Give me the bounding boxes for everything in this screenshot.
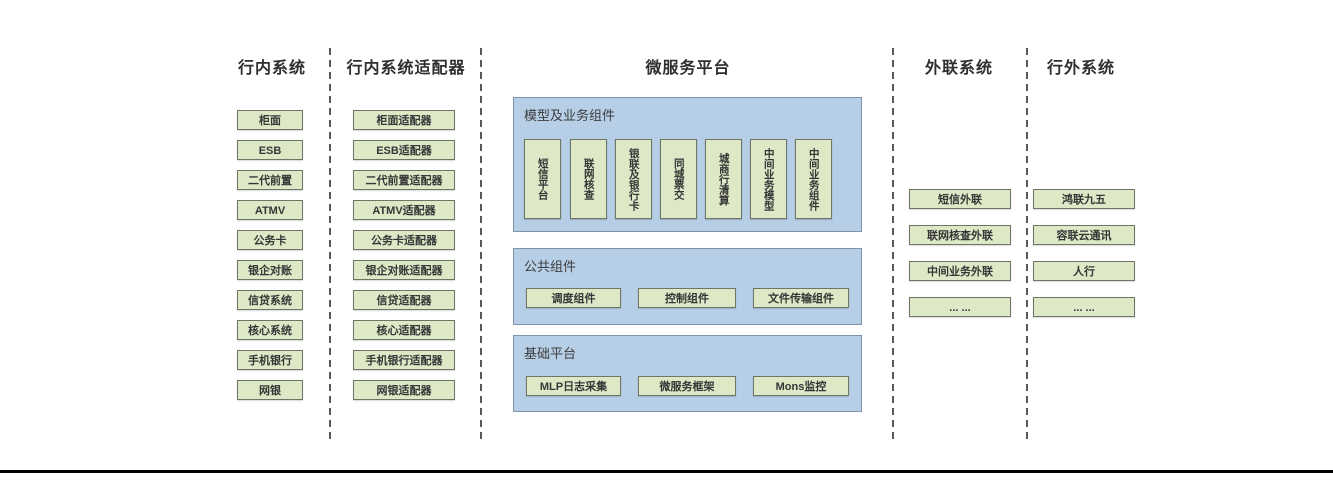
component-box: 文件传输组件 xyxy=(753,288,849,308)
base-platform-panel: 基础平台 MLP日志采集 微服务框架 Mons监控 xyxy=(513,335,862,412)
component-box: 微服务框架 xyxy=(638,376,736,396)
bottom-divider-line xyxy=(0,470,1333,473)
system-box: 二代前置 xyxy=(237,170,303,190)
component-box: 银联及银行卡 xyxy=(615,139,652,219)
system-box: ESB xyxy=(237,140,303,160)
common-components-panel: 公共组件 调度组件 控制组件 文件传输组件 xyxy=(513,248,862,325)
adapter-box: 核心适配器 xyxy=(353,320,455,340)
external-box: 人行 xyxy=(1033,261,1135,281)
system-box: 手机银行 xyxy=(237,350,303,370)
component-box: 短信平台 xyxy=(524,139,561,219)
column-header-microservice-platform: 微服务平台 xyxy=(645,60,731,77)
adapter-box: ESB适配器 xyxy=(353,140,455,160)
system-box: 公务卡 xyxy=(237,230,303,250)
component-box: 中间业务组件 xyxy=(795,139,832,219)
model-business-components-panel: 模型及业务组件 短信平台 联网核查 银联及银行卡 同城票交 城商行清算 中间业务… xyxy=(513,97,862,232)
adapter-box: ATMV适配器 xyxy=(353,200,455,220)
component-box: Mons监控 xyxy=(753,376,849,396)
outreach-box: 短信外联 xyxy=(909,189,1011,209)
component-box: 控制组件 xyxy=(638,288,736,308)
system-box: 核心系统 xyxy=(237,320,303,340)
column-separator xyxy=(1026,48,1028,443)
adapter-box: 二代前置适配器 xyxy=(353,170,455,190)
adapter-box: 网银适配器 xyxy=(353,380,455,400)
column-separator xyxy=(480,48,482,443)
system-box: 柜面 xyxy=(237,110,303,130)
outreach-box: 联网核查外联 xyxy=(909,225,1011,245)
component-box: MLP日志采集 xyxy=(526,376,621,396)
adapter-box: 手机银行适配器 xyxy=(353,350,455,370)
system-box: ATMV xyxy=(237,200,303,220)
adapter-box: 公务卡适配器 xyxy=(353,230,455,250)
system-box: 网银 xyxy=(237,380,303,400)
component-box: 调度组件 xyxy=(526,288,621,308)
component-box: 联网核查 xyxy=(570,139,607,219)
adapter-box: 柜面适配器 xyxy=(353,110,455,130)
outreach-box: 中间业务外联 xyxy=(909,261,1011,281)
column-separator xyxy=(892,48,894,443)
column-header-outreach-systems: 外联系统 xyxy=(924,60,994,77)
system-box: 银企对账 xyxy=(237,260,303,280)
outreach-box: ... ... xyxy=(909,297,1011,317)
column-header-internal-systems: 行内系统 xyxy=(237,60,307,77)
adapter-box: 信贷适配器 xyxy=(353,290,455,310)
panel-title: 基础平台 xyxy=(524,346,577,361)
column-separator xyxy=(329,48,331,443)
external-box: 鸿联九五 xyxy=(1033,189,1135,209)
external-box: 容联云通讯 xyxy=(1033,225,1135,245)
component-box: 中间业务模型 xyxy=(750,139,787,219)
column-header-internal-adapters: 行内系统适配器 xyxy=(346,60,466,77)
component-box: 同城票交 xyxy=(660,139,697,219)
panel-title: 公共组件 xyxy=(524,259,577,274)
column-header-external-systems: 行外系统 xyxy=(1046,60,1116,77)
panel-title: 模型及业务组件 xyxy=(524,108,616,123)
system-box: 信贷系统 xyxy=(237,290,303,310)
external-box: ... ... xyxy=(1033,297,1135,317)
component-box: 城商行清算 xyxy=(705,139,742,219)
adapter-box: 银企对账适配器 xyxy=(353,260,455,280)
